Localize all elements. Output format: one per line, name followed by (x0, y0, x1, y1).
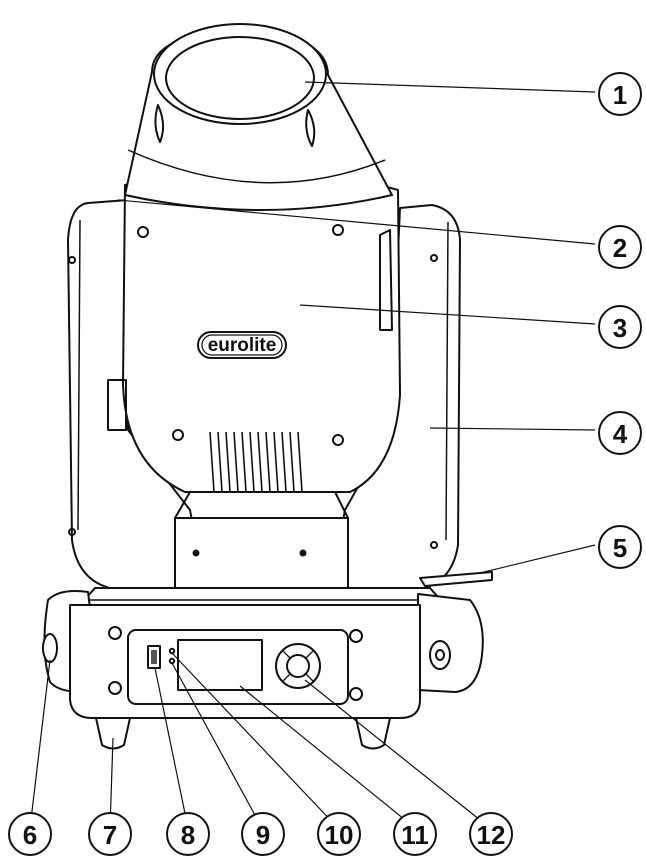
cone-vent-right (305, 109, 316, 147)
foot-left (95, 717, 131, 750)
callout-12: 12 (469, 812, 513, 856)
yoke-screw (68, 256, 76, 264)
leader-line-6 (29, 659, 51, 829)
yoke-screw (430, 541, 438, 549)
svg-text:9: 9 (256, 820, 270, 850)
cone-rim (127, 149, 386, 184)
svg-text:8: 8 (181, 820, 195, 850)
callout-9: 9 (241, 812, 285, 856)
side-vent-left (107, 379, 127, 431)
handle-right-knob-center (435, 649, 445, 661)
svg-text:11: 11 (401, 820, 429, 850)
leader-line-1 (304, 81, 596, 93)
cooling-fins (209, 431, 303, 493)
svg-text:6: 6 (23, 820, 37, 850)
leader-line-9 (171, 662, 263, 829)
leader-line-3 (299, 304, 596, 325)
usb-port-inner (151, 650, 157, 664)
leader-line-5 (479, 544, 596, 574)
svg-text:2: 2 (613, 233, 627, 263)
callout-2: 2 (598, 225, 642, 269)
yoke-left-inner (77, 219, 81, 531)
svg-text:5: 5 (613, 533, 627, 563)
svg-text:4: 4 (613, 419, 628, 449)
callout-3: 3 (598, 305, 642, 349)
svg-text:12: 12 (477, 820, 506, 850)
base-screw (108, 626, 122, 640)
leader-line-11 (239, 685, 416, 829)
leader-line-2 (117, 199, 596, 245)
control-button-cross (282, 650, 314, 682)
head-screw (172, 429, 184, 441)
base-screw (349, 629, 363, 643)
callout-7: 7 (88, 812, 132, 856)
svg-text:1: 1 (613, 80, 627, 110)
yoke-screw (430, 254, 438, 262)
callout-10: 10 (317, 812, 361, 856)
lens-outer-ring (153, 23, 327, 125)
callout-1: 1 (598, 72, 642, 116)
pan-lock-lever (419, 571, 493, 587)
base-screw (349, 687, 363, 701)
svg-text:7: 7 (103, 820, 117, 850)
lens-inner-ring (165, 36, 315, 120)
head-screw (332, 224, 344, 236)
brand-logo-text: eurolite (208, 335, 277, 356)
callout-4: 4 (598, 411, 642, 455)
base-top (79, 587, 446, 606)
lcd-display (177, 639, 263, 691)
yoke-right-inner (445, 221, 449, 541)
callout-8: 8 (166, 812, 210, 856)
yoke-screw (192, 549, 200, 557)
yoke-screw (68, 528, 76, 536)
tilt-lock-right (379, 229, 393, 331)
callout-5: 5 (598, 525, 642, 569)
handle-right (417, 593, 484, 693)
control-button-inner (286, 654, 310, 678)
callouts: 1 2 3 4 5 6 7 8 (8, 72, 642, 856)
svg-text:3: 3 (613, 313, 627, 343)
svg-text:10: 10 (325, 820, 354, 850)
callout-6: 6 (8, 812, 52, 856)
yoke-center-top (174, 491, 349, 519)
leader-line-10 (171, 652, 339, 829)
head-body (122, 167, 401, 493)
handle-left-knob (42, 633, 58, 663)
leader-line-8 (154, 667, 189, 829)
yoke-center-block (174, 517, 349, 593)
base-screw (108, 681, 122, 695)
leader-lines (29, 81, 596, 829)
head-screw (137, 226, 149, 238)
callout-11: 11 (393, 812, 437, 856)
leader-line-4 (429, 427, 596, 431)
control-button-outer (275, 643, 321, 689)
yoke-screw (299, 549, 307, 557)
head-screw (332, 434, 344, 446)
brand-logo (197, 331, 287, 359)
handle-right-knob (429, 640, 451, 670)
cone-vent-left (154, 104, 164, 143)
device-drawing (42, 23, 493, 750)
leader-line-12 (304, 679, 491, 829)
